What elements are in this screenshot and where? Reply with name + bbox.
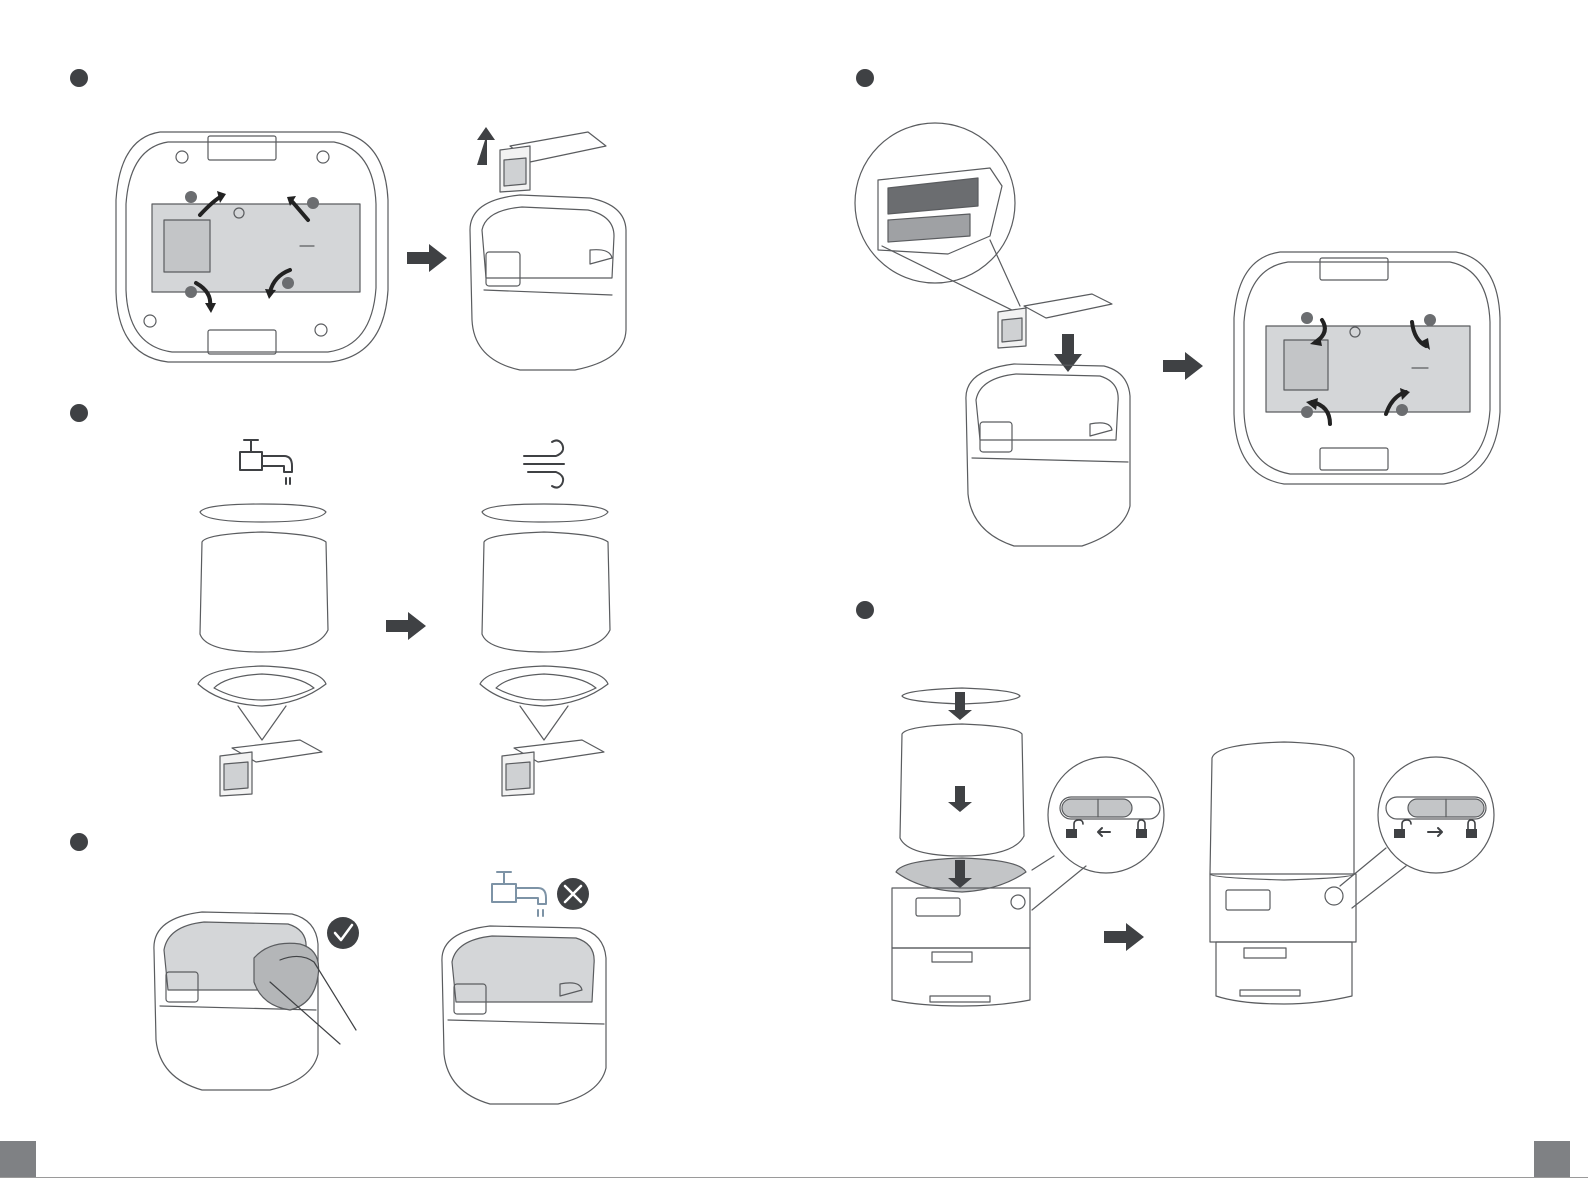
lock-icon [1136, 820, 1147, 838]
assemble-hopper [892, 688, 1030, 1006]
bottom-view-base-screws [116, 132, 388, 362]
insert-dispenser-module [855, 123, 1130, 546]
step5-next-arrow [1104, 923, 1144, 951]
wipe-base-with-cloth [154, 912, 356, 1090]
bottom-view-tighten-screws [1234, 252, 1500, 484]
air-dry-icon [524, 440, 564, 487]
exploded-parts-dry [480, 504, 610, 796]
rinse-tap-icon [240, 440, 292, 484]
assembled-feeder-locked [1210, 742, 1356, 1004]
cross-icon [557, 878, 589, 910]
lift-out-dispenser-module [470, 127, 626, 370]
step4-next-arrow [1163, 352, 1203, 380]
unlock-lock-detail [1032, 757, 1164, 910]
exploded-parts-wash [198, 504, 328, 796]
do-not-rinse-base [442, 926, 606, 1104]
unlock-icon-2 [1394, 820, 1411, 838]
step2-next-arrow [386, 612, 426, 640]
unlock-icon [1066, 820, 1083, 838]
lock-icon-2 [1466, 820, 1477, 838]
no-rinse-icon [492, 872, 546, 916]
lock-detail [1340, 757, 1494, 908]
step1-next-arrow [407, 244, 447, 272]
check-icon [327, 917, 359, 949]
